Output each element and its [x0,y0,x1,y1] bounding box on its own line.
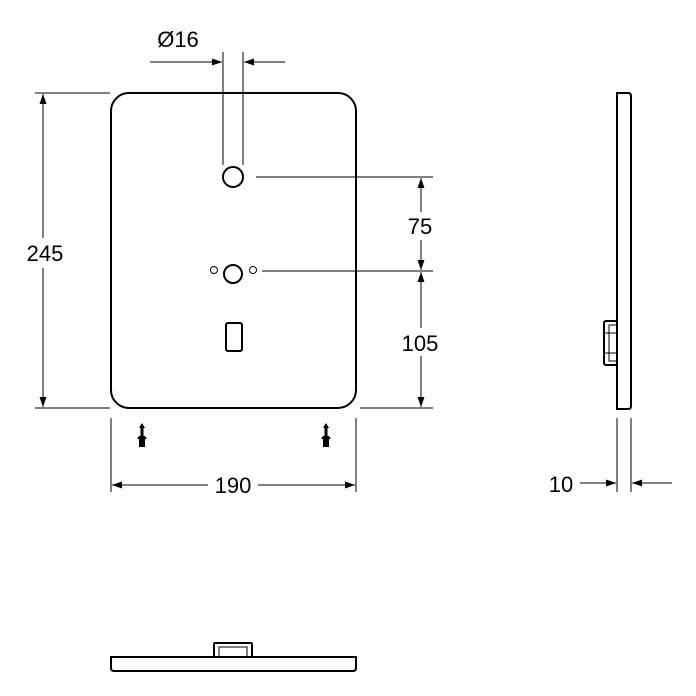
small-hole-left [210,266,218,274]
lower-spacing-label: 105 [402,331,439,356]
thickness-label: 10 [549,472,573,497]
cover-plate-outline [110,92,357,409]
side-connector-outer [603,320,618,366]
dimension-hole-diameter: Ø16 [150,27,285,165]
height-label: 245 [27,241,64,266]
bottom-connector [213,642,253,658]
bottom-plate-outline [110,656,357,672]
width-label: 190 [215,473,252,498]
upper-spacing-label: 75 [408,214,432,239]
dimension-hole-spacing: 75 105 [256,176,446,409]
side-plate-outline [616,92,632,410]
dimension-width: 190 [110,418,357,499]
middle-hole [223,264,243,284]
upper-hole [222,166,244,188]
side-connector-inner [608,324,618,362]
screw-right-icon [321,423,331,447]
bottom-view [110,642,357,672]
side-view: 10 [549,92,672,497]
dimension-height: 245 [22,92,110,409]
dimension-thickness: 10 [549,418,672,497]
rectangular-slot [225,322,243,352]
front-view: Ø16 245 75 105 190 [22,27,446,499]
small-hole-right [249,266,257,274]
hole-diameter-label: Ø16 [157,27,199,52]
screw-left-icon [137,423,147,447]
